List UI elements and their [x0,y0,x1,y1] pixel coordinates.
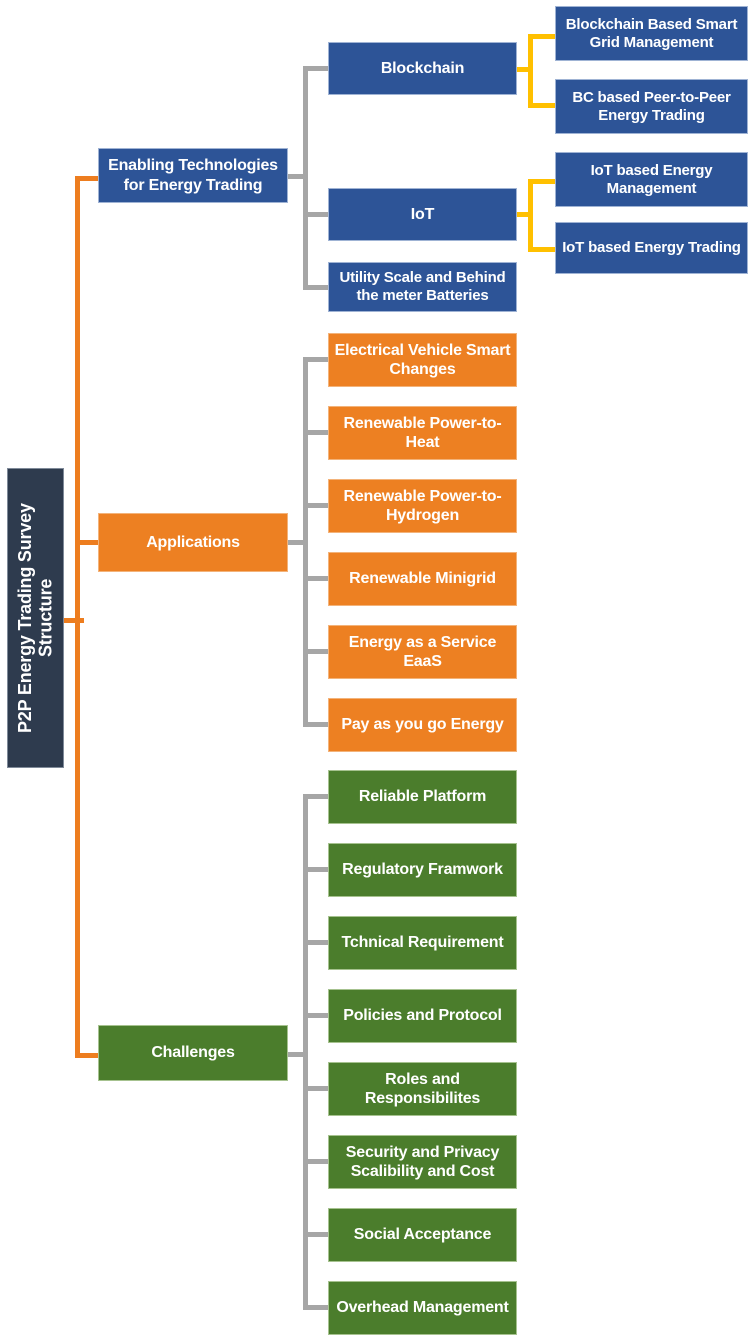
node-ev-smart-changes[interactable]: Electrical Vehicle Smart Changes [328,333,517,387]
connector-to-enabling-technologies [75,176,100,181]
branch-enabling-technologies[interactable]: Enabling Technologies for Energy Trading [98,148,288,203]
node-overhead-management[interactable]: Overhead Management [328,1281,517,1335]
node-renewable-power-to-heat[interactable]: Renewable Power-to-Heat [328,406,517,460]
connector-to-challenges [75,1053,100,1058]
connector-to-blockchain-smart-grid [528,34,558,39]
connector-blockchain-spine [528,35,533,108]
node-security-privacy-scalibility-cost[interactable]: Security and Privacy Scalibility and Cos… [328,1135,517,1189]
node-iot[interactable]: IoT [328,188,517,241]
connector-to-energy-as-a-service [303,649,331,654]
connector-to-social-acceptance [303,1232,331,1237]
connector-to-overhead-management [303,1305,331,1310]
connector-to-iot-energy-management [528,179,558,184]
node-iot-energy-management[interactable]: IoT based Energy Management [555,152,748,207]
node-bc-p2p-energy-trading[interactable]: BC based Peer-to-Peer Energy Trading [555,79,748,134]
node-tchnical-requirement[interactable]: Tchnical Requirement [328,916,517,970]
connector-to-policies-and-protocol [303,1013,331,1018]
root-node[interactable]: P2P Energy Trading Survey Structure [7,468,64,768]
connector-to-security-privacy [303,1159,331,1164]
node-regulatory-framwork[interactable]: Regulatory Framwork [328,843,517,897]
connector-iot-spine [528,180,533,252]
connector-to-renewable-power-to-heat [303,430,331,435]
connector-to-iot-energy-trading [528,247,558,252]
node-energy-as-a-service[interactable]: Energy as a Service EaaS [328,625,517,679]
connector-enabling-stub [288,174,308,179]
connector-to-tchnical-requirement [303,940,331,945]
node-social-acceptance[interactable]: Social Acceptance [328,1208,517,1262]
node-blockchain-smart-grid[interactable]: Blockchain Based Smart Grid Management [555,6,748,61]
node-roles-and-responsibilites[interactable]: Roles and Responsibilites [328,1062,517,1116]
node-renewable-minigrid[interactable]: Renewable Minigrid [328,552,517,606]
node-policies-and-protocol[interactable]: Policies and Protocol [328,989,517,1043]
connector-to-ev-smart-changes [303,357,331,362]
connector-applications-stub [288,540,308,545]
connector-enabling-spine [303,67,308,289]
connector-trunk-vertical [75,178,80,1058]
node-reliable-platform[interactable]: Reliable Platform [328,770,517,824]
connector-to-applications [75,540,100,545]
connector-to-iot [303,212,331,217]
connector-to-utility-batteries [303,285,331,290]
connector-to-regulatory-framwork [303,867,331,872]
connector-blockchain-stub [514,67,532,72]
branch-challenges[interactable]: Challenges [98,1025,288,1081]
connector-to-pay-as-you-go [303,722,331,727]
node-utility-scale-batteries[interactable]: Utility Scale and Behind the meter Batte… [328,262,517,312]
connector-root-stub [62,618,84,623]
node-renewable-power-to-hydrogen[interactable]: Renewable Power-to-Hydrogen [328,479,517,533]
connector-to-reliable-platform [303,794,331,799]
node-blockchain[interactable]: Blockchain [328,42,517,95]
connector-challenges-stub [288,1052,308,1057]
connector-to-renewable-power-to-hydrogen [303,503,331,508]
connector-iot-stub [514,212,532,217]
connector-to-renewable-minigrid [303,576,331,581]
node-iot-energy-trading[interactable]: IoT based Energy Trading [555,222,748,274]
connector-to-bc-p2p-trading [528,103,558,108]
connector-applications-spine [303,358,308,725]
branch-applications[interactable]: Applications [98,513,288,572]
node-pay-as-you-go-energy[interactable]: Pay as you go Energy [328,698,517,752]
connector-to-blockchain [303,66,331,71]
connector-to-roles-and-responsibilites [303,1086,331,1091]
connector-challenges-spine [303,795,308,1307]
